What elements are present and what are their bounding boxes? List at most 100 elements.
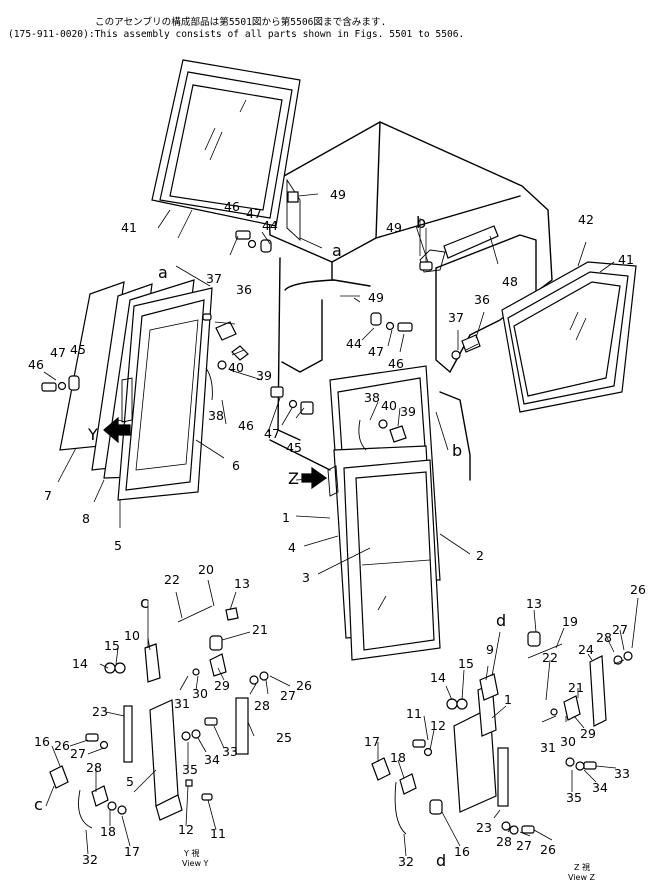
callout-13: 13: [234, 576, 250, 591]
callout-49: 49: [368, 290, 384, 305]
ref-letter-b: b: [452, 441, 462, 460]
callout-22: 22: [164, 572, 180, 587]
callout-5: 5: [126, 774, 134, 789]
callout-25: 25: [276, 730, 292, 745]
callout-46: 46: [224, 199, 240, 214]
callout-48: 48: [502, 274, 518, 289]
callout-38: 38: [208, 408, 224, 423]
ref-letter-b: b: [416, 213, 426, 232]
callout-15: 15: [458, 656, 474, 671]
callout-39: 39: [400, 404, 416, 419]
callout-38: 38: [364, 390, 380, 405]
callout-1: 1: [504, 692, 512, 707]
callout-23: 23: [476, 820, 492, 835]
callout-45: 45: [286, 440, 302, 455]
callout-29: 29: [580, 726, 596, 741]
callout-28: 28: [496, 834, 512, 849]
callout-18: 18: [100, 824, 116, 839]
callout-27: 27: [612, 622, 628, 637]
callout-32: 32: [398, 854, 414, 869]
callout-27: 27: [516, 838, 532, 853]
callout-numbers: 49 46 47 44 41 37 36 46 47 45 40 39 38 4…: [28, 187, 646, 869]
callout-28: 28: [596, 630, 612, 645]
callout-14: 14: [430, 670, 446, 685]
ref-letter-d: d: [436, 851, 446, 870]
callout-41: 41: [618, 252, 634, 267]
callout-34: 34: [204, 752, 220, 767]
callout-49: 49: [386, 220, 402, 235]
callout-6: 6: [232, 458, 240, 473]
callout-44: 44: [262, 218, 278, 233]
callout-26: 26: [630, 582, 646, 597]
view-z-caption: View Z: [568, 873, 596, 882]
callout-27: 27: [70, 746, 86, 761]
view-z-marker: Z: [288, 469, 299, 488]
callout-46: 46: [28, 357, 44, 372]
ref-letter-a: a: [332, 241, 342, 260]
callout-46: 46: [388, 356, 404, 371]
view-y-caption: View Y: [182, 859, 209, 868]
callout-29: 29: [214, 678, 230, 693]
callout-14: 14: [72, 656, 88, 671]
main-door-assembly: [327, 365, 441, 661]
callout-47: 47: [368, 344, 384, 359]
callout-39: 39: [256, 368, 272, 383]
callout-47: 47: [50, 345, 66, 360]
callout-40: 40: [381, 398, 397, 413]
callout-30: 30: [192, 686, 208, 701]
callout-28: 28: [254, 698, 270, 713]
callout-40: 40: [228, 360, 244, 375]
callout-17: 17: [364, 734, 380, 749]
callout-31: 31: [174, 696, 190, 711]
view-y-title: Y 視: [183, 849, 199, 858]
callout-28: 28: [86, 760, 102, 775]
callout-21: 21: [252, 622, 268, 637]
view-z-arrow-icon: [301, 466, 328, 490]
view-captions: Y 視 View Y Z 視 View Z: [182, 849, 596, 882]
callout-15: 15: [104, 638, 120, 653]
view-y-arrow-icon: [103, 416, 131, 444]
ref-letter-c: c: [34, 795, 43, 814]
view-y-hardware: [49, 605, 269, 829]
leader-lines: [43, 193, 639, 857]
callout-26: 26: [296, 678, 312, 693]
rear-window-assembly: [151, 59, 301, 227]
view-z-title: Z 視: [574, 863, 590, 872]
callout-17: 17: [124, 844, 140, 859]
callout-47: 47: [246, 206, 262, 221]
callout-16: 16: [34, 734, 50, 749]
callout-47: 47: [264, 426, 280, 441]
callout-26: 26: [540, 842, 556, 857]
callout-23: 23: [92, 704, 108, 719]
callout-35: 35: [566, 790, 582, 805]
reference-letters: a a b b c c d d Y Z: [34, 213, 506, 870]
top-hardware: [41, 191, 499, 443]
callout-12: 12: [430, 718, 446, 733]
callout-7: 7: [44, 488, 52, 503]
callout-30: 30: [560, 734, 576, 749]
callout-11: 11: [210, 826, 226, 841]
callout-5: 5: [114, 538, 122, 553]
right-window-assembly: [501, 261, 637, 413]
callout-10: 10: [124, 628, 140, 643]
left-door-window-assembly: [59, 279, 213, 501]
callout-11: 11: [406, 706, 422, 721]
callout-21: 21: [568, 680, 584, 695]
callout-12: 12: [178, 822, 194, 837]
callout-16: 16: [454, 844, 470, 859]
callout-33: 33: [222, 744, 238, 759]
callout-31: 31: [540, 740, 556, 755]
callout-19: 19: [562, 614, 578, 629]
callout-27: 27: [280, 688, 296, 703]
callout-34: 34: [592, 780, 608, 795]
header-english-note: (175-911-0020):This assembly consists of…: [8, 29, 465, 40]
callout-36: 36: [474, 292, 490, 307]
header-japanese-note: このアセンブリの構成部品は第5501図から第5506図まで含みます.: [95, 17, 387, 28]
callout-3: 3: [302, 570, 310, 585]
callout-4: 4: [288, 540, 296, 555]
callout-22: 22: [542, 650, 558, 665]
view-y-marker: Y: [87, 425, 98, 444]
callout-13: 13: [526, 596, 542, 611]
callout-46: 46: [238, 418, 254, 433]
